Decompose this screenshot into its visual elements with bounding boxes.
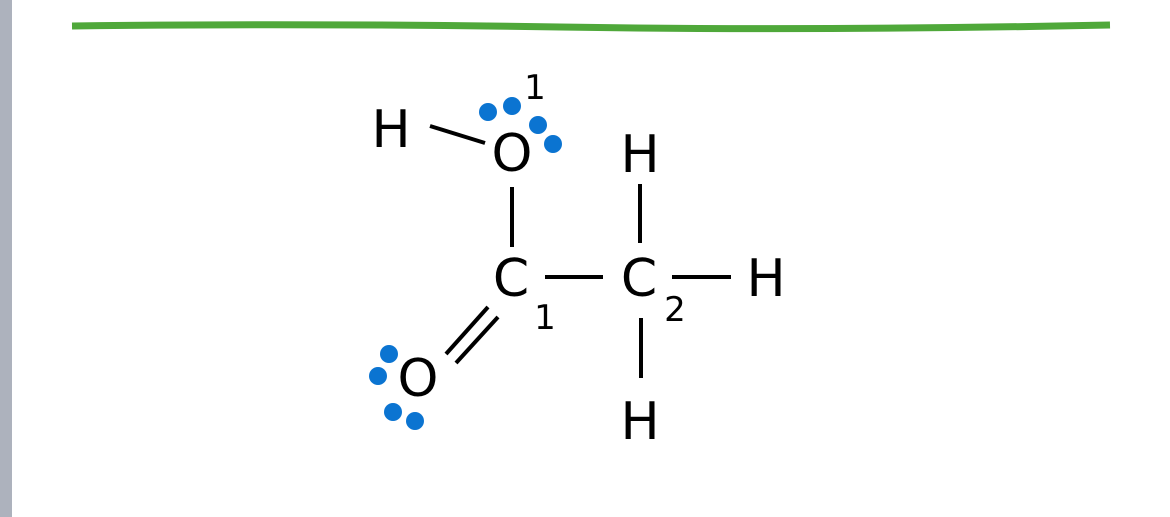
atom-o2: O [398,349,439,409]
atom-c1: C [493,249,529,309]
atom-c2: C [621,249,657,309]
atom-h-top: H [620,125,659,185]
bond-h-o1 [429,124,486,145]
green-divider [71,21,1111,33]
atom-h-left: H [371,100,410,160]
lone-pair-dot [503,97,521,115]
lone-pair-dot [406,412,424,430]
lone-pair-dot [479,103,497,121]
c2-index: 2 [664,290,686,330]
double-bond-c1-o2-a [444,305,490,356]
atom-h-bottom: H [620,392,659,452]
lone-pair-dot [380,345,398,363]
left-sidebar-strip [0,0,12,517]
o1-index: 1 [524,68,546,108]
lone-pair-dot [369,367,387,385]
atom-h-right: H [746,249,785,309]
lone-pair-dot [529,116,547,134]
c1-index: 1 [534,298,556,338]
lone-pair-dot [384,403,402,421]
double-bond-c1-o2-b [454,315,500,365]
lone-pair-dot [544,135,562,153]
atom-o1: O [492,124,533,184]
